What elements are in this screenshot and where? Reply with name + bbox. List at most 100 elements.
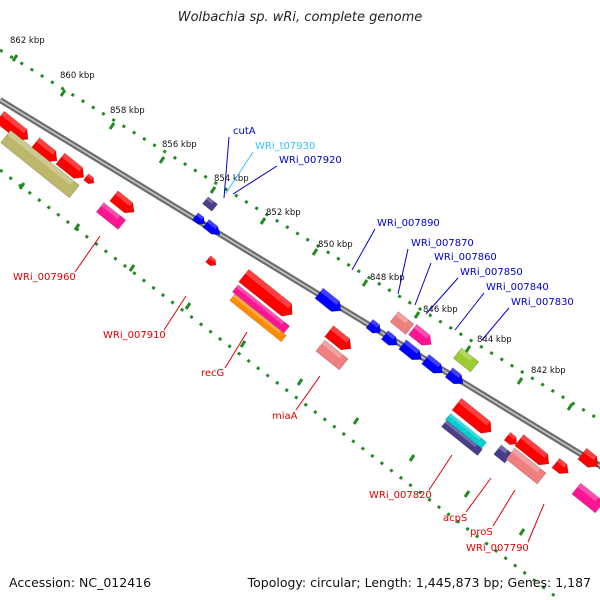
gene-feature — [231, 284, 291, 334]
major-tick — [128, 264, 136, 272]
gene-arrow-body — [389, 311, 415, 335]
major-tick — [566, 403, 574, 411]
gene-arrow-sheen — [320, 288, 340, 305]
label-leader-line — [425, 277, 459, 315]
gene-label: WRi_007960 — [13, 272, 76, 283]
major-tick — [518, 528, 526, 536]
gene-feature — [452, 347, 480, 373]
major-tick — [464, 345, 472, 353]
kbp-scale-label: 844 kbp — [477, 335, 512, 345]
kbp-scale-label: 858 kbp — [110, 106, 145, 116]
major-tick — [296, 378, 304, 386]
gene-feature — [83, 173, 95, 185]
major-tick — [408, 454, 416, 462]
gene-arrow-sheen — [36, 137, 56, 155]
gene-feature — [503, 431, 518, 445]
gene-feature — [238, 268, 293, 317]
gene-arrow-body — [109, 190, 135, 214]
gene-feature — [315, 339, 349, 371]
gene-arrow-sheen — [101, 202, 121, 219]
gene-label: cutA — [233, 126, 256, 137]
gene-arrow-sheen — [206, 219, 218, 230]
outer-tick-ring — [0, 48, 600, 422]
gene-arrow-sheen — [86, 173, 94, 180]
major-tick — [361, 279, 369, 287]
label-leader-line — [414, 262, 432, 306]
gene-arrow-sheen — [450, 367, 462, 378]
gene-arrow-body — [398, 339, 422, 361]
gene-arrow-body — [551, 457, 569, 474]
gene-arrow-body — [231, 284, 291, 334]
gene-label: miaA — [272, 411, 298, 422]
gene-arrow-sheen — [403, 339, 420, 354]
gene-arrow-body — [505, 447, 547, 485]
label-leader-line — [527, 503, 545, 543]
major-tick — [209, 186, 217, 194]
gene-feature — [389, 311, 415, 335]
gene-arrow-body — [0, 129, 80, 199]
gene-arrow-body — [444, 367, 464, 385]
kbp-scale-label: 854 kbp — [214, 174, 249, 184]
gene-arrow-sheen — [458, 348, 474, 361]
gene-label: recG — [201, 368, 224, 379]
major-tick — [184, 302, 192, 310]
major-tick — [73, 223, 81, 231]
gene-feature — [571, 482, 600, 514]
gene-arrow-sheen — [61, 153, 83, 172]
gene-feature — [0, 110, 29, 141]
gene-arrow-sheen — [321, 340, 343, 359]
gene-arrow-body — [514, 434, 550, 466]
gene-feature — [205, 255, 217, 267]
gene-label: WRi_007860 — [434, 252, 497, 263]
gene-arrow-sheen — [395, 311, 409, 324]
major-tick — [18, 182, 26, 190]
gene-arrow-body — [503, 431, 518, 445]
major-tick — [11, 54, 19, 62]
major-tick — [158, 156, 166, 164]
gene-arrow-body — [192, 212, 206, 225]
gene-arrow-body — [408, 324, 432, 346]
major-tick — [259, 217, 267, 225]
gene-label: WRi_007890 — [377, 218, 440, 229]
gene-feature — [55, 152, 85, 179]
gene-arrow-sheen — [370, 319, 380, 328]
gene-feature — [444, 367, 464, 385]
gene-arrow-sheen — [508, 432, 517, 440]
gene-label: WRi_007870 — [411, 238, 474, 249]
gene-arrow-body — [83, 173, 95, 185]
genome-stats-text: Topology: circular; Length: 1,445,873 bp… — [247, 575, 591, 590]
gene-arrow-body — [441, 420, 483, 456]
gene-arrow-sheen — [520, 434, 548, 458]
gene-arrow-sheen — [1, 111, 27, 134]
gene-arrow-sheen — [115, 190, 133, 207]
gene-arrow-body — [0, 110, 29, 141]
label-leader-line — [481, 307, 510, 341]
gene-label: WRi_007850 — [460, 267, 523, 278]
kbp-scale-label: 846 kbp — [423, 305, 458, 315]
gene-arrow-body — [238, 268, 293, 317]
label-leader-line — [492, 489, 516, 527]
gene-feature — [514, 434, 550, 466]
label-leader-line — [397, 248, 409, 295]
gene-arrow-body — [229, 293, 287, 343]
gene-arrow-body — [324, 325, 352, 351]
major-tick — [108, 122, 116, 130]
gene-label: WRi_t07930 — [255, 141, 315, 152]
gene-feature — [408, 324, 432, 346]
gene-feature — [192, 212, 206, 225]
gene-arrow-body — [315, 339, 349, 371]
gene-arrow-sheen — [413, 324, 430, 339]
kbp-scale-label: 842 kbp — [531, 366, 566, 376]
gene-arrow-sheen — [196, 212, 204, 220]
gene-label: WRi_007820 — [369, 490, 432, 501]
gene-feature — [551, 457, 569, 474]
major-tick — [59, 89, 67, 97]
major-tick — [239, 340, 247, 348]
gene-label: acpS — [443, 513, 467, 524]
gene-feature — [451, 397, 492, 434]
label-leader-line — [163, 295, 187, 331]
major-tick — [516, 377, 524, 385]
gene-arrow-body — [571, 482, 600, 514]
